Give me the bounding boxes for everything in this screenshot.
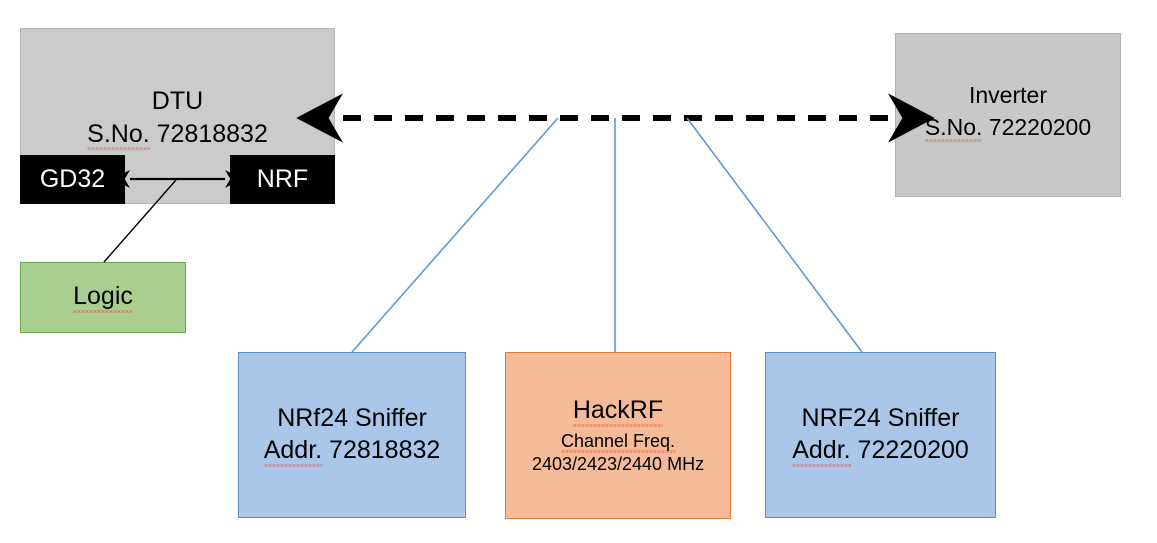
hackrf-channel-label: Channel Freq.	[560, 430, 676, 453]
nrf-label: NRF	[256, 165, 309, 193]
hackrf-title: HackRF	[572, 396, 664, 427]
sniffer-left-tap-wire	[351, 117, 559, 353]
nrf-block[interactable]: NRF	[230, 155, 335, 204]
sniffer-left-box[interactable]: NRf24 Sniffer Addr. 72818832	[238, 352, 466, 518]
hackrf-box[interactable]: HackRF Channel Freq. 2403/2423/2440 MHz	[505, 352, 731, 519]
sniffer-right-box[interactable]: NRF24 Sniffer Addr. 72220200	[765, 352, 996, 518]
inverter-serial: S.No. 72220200	[924, 113, 1092, 142]
gd32-label: GD32	[39, 165, 106, 193]
sniffer-left-title-text: NRf24 Sniffer	[277, 403, 427, 432]
inverter-serial-label: S.No.	[924, 113, 983, 142]
sniffer-right-tap-wire	[686, 117, 863, 353]
sniffer-right-title: NRF24 Sniffer	[802, 404, 960, 434]
logic-label: Logic	[73, 282, 133, 313]
sniffer-left-title: NRf24 Sniffer	[277, 404, 427, 434]
sniffer-right-addr-label: Addr.	[792, 436, 851, 467]
hackrf-frequencies: 2403/2423/2440 MHz	[531, 453, 705, 474]
dtu-title: DTU	[151, 87, 204, 115]
dtu-serial: S.No. 72818832	[87, 119, 268, 151]
sniffer-right-addr-value: 72220200	[857, 436, 969, 464]
inverter-title: Inverter	[969, 82, 1047, 109]
gd32-block[interactable]: GD32	[20, 155, 125, 204]
dtu-serial-label: S.No.	[87, 119, 150, 151]
logic-box[interactable]: Logic	[20, 262, 186, 333]
sniffer-left-addr-label: Addr.	[263, 436, 323, 467]
sniffer-left-addr-value: 72818832	[329, 436, 441, 464]
sniffer-right-title-text: NRF24 Sniffer	[801, 403, 960, 432]
inverter-serial-value: 72220200	[988, 113, 1092, 140]
dtu-serial-value: 72818832	[156, 119, 268, 148]
inverter-box[interactable]: Inverter S.No. 72220200	[895, 33, 1121, 197]
sniffer-left-addr: Addr. 72818832	[263, 436, 441, 467]
sniffer-right-addr: Addr. 72220200	[792, 436, 969, 467]
